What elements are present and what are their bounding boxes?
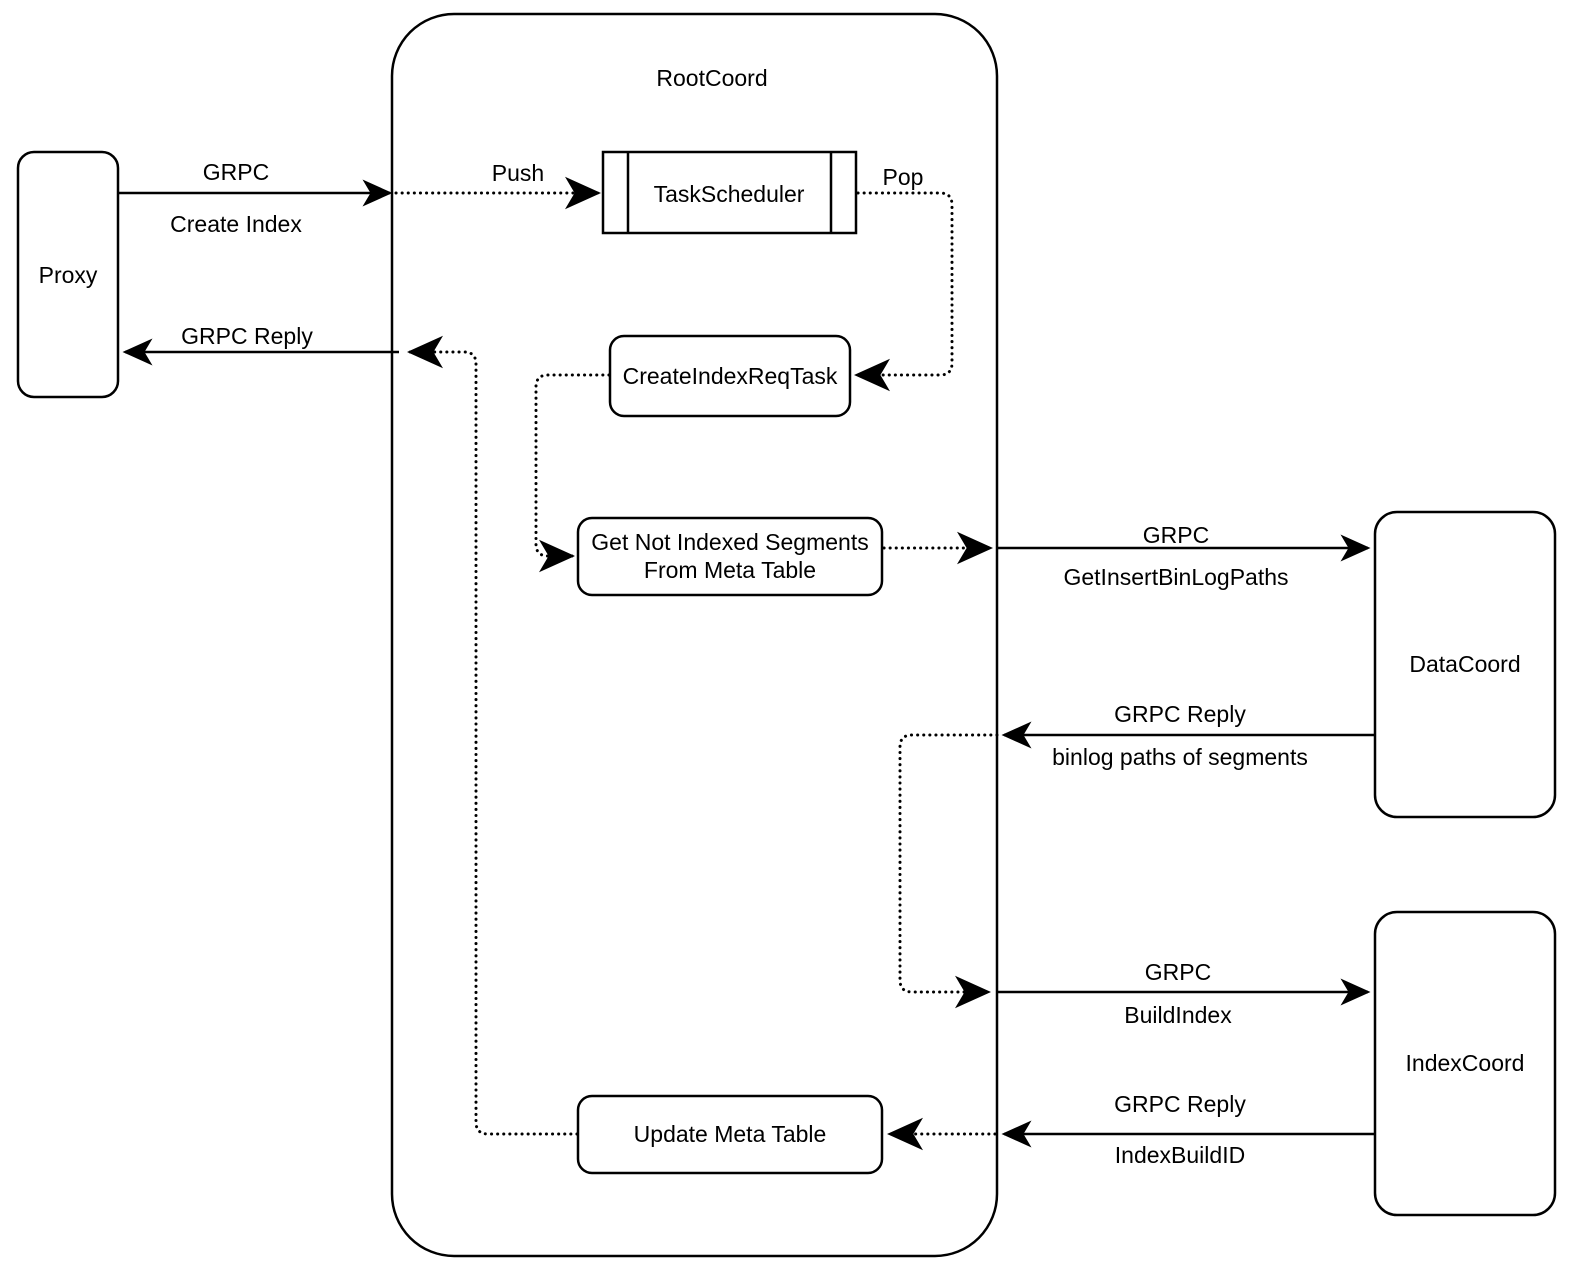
container-rootcoord xyxy=(390,12,999,1258)
node-datacoord[interactable] xyxy=(1373,510,1557,819)
node-updatemetatable[interactable] xyxy=(576,1094,884,1175)
node-taskscheduler[interactable] xyxy=(601,150,858,235)
node-createindexreqtask[interactable] xyxy=(608,334,852,418)
edge-updatemetatable-to-reply-route xyxy=(407,335,579,1136)
edge-datacoord-reply-to-buildindex-route xyxy=(898,733,999,1009)
node-getnotindexedsegments[interactable] xyxy=(576,516,884,597)
edge-createindexreqtask-to-getnotindexedsegments xyxy=(534,373,611,573)
node-proxy[interactable] xyxy=(16,150,120,399)
node-indexcoord[interactable] xyxy=(1373,910,1557,1217)
edge-pop-to-createindexreqtask xyxy=(854,191,954,392)
